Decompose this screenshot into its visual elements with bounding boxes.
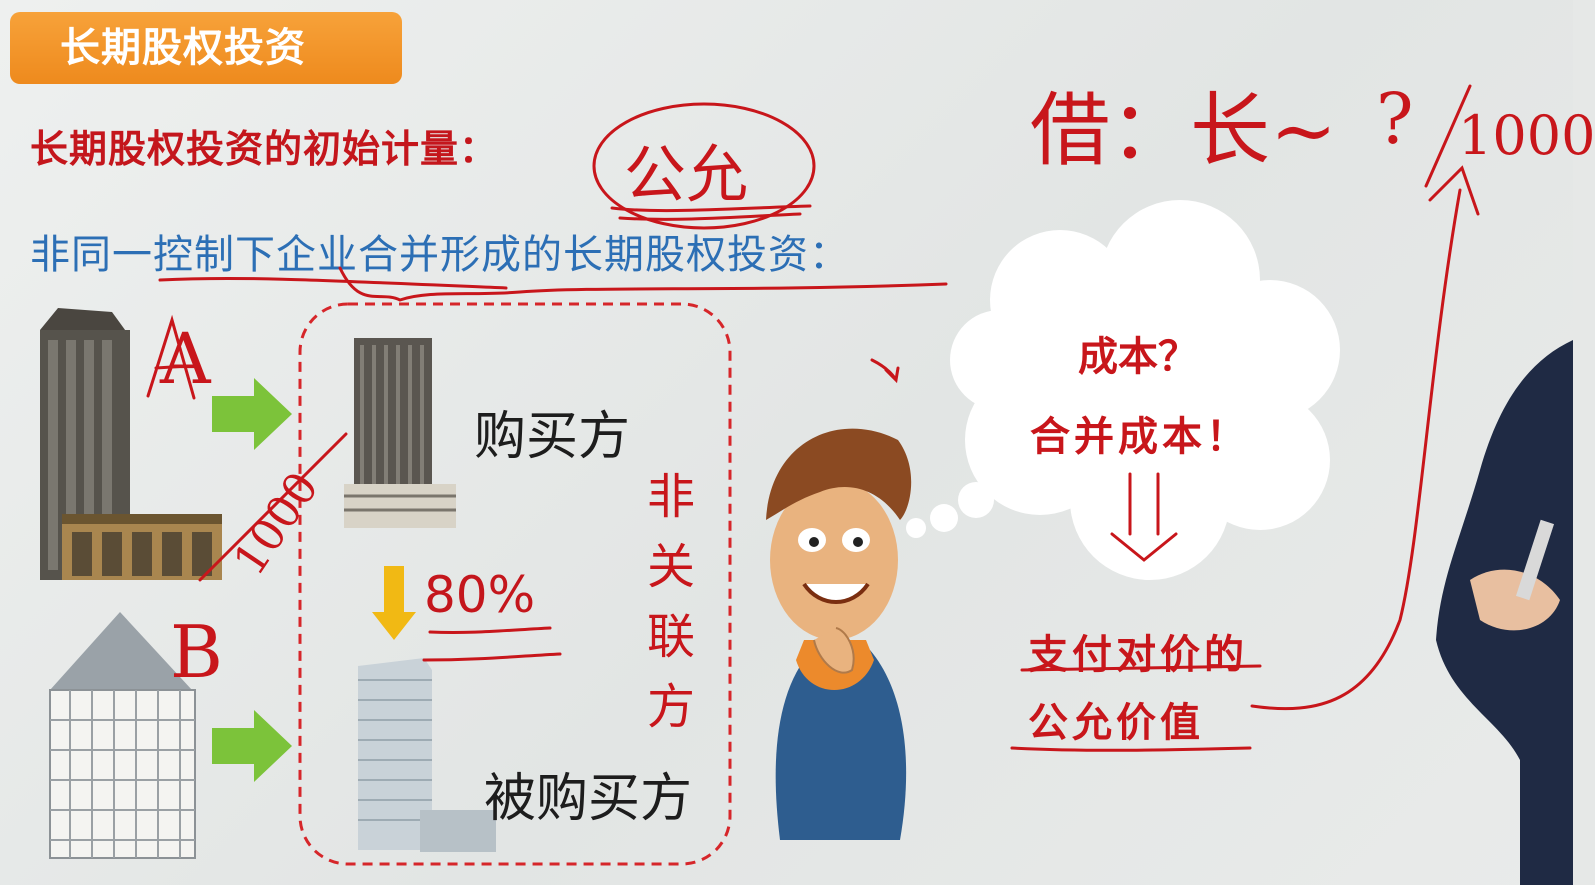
non-related-party-note: 非 关 联 方 (646, 469, 695, 735)
conclusion-consideration: 支付对价的 (1028, 631, 1248, 678)
conclusion-fair-value: 公允价值 (1028, 699, 1204, 746)
thinking-man-illustration (766, 428, 912, 840)
journal-entry-note: 借：长~ (1030, 84, 1338, 177)
handwriting-strokes (146, 84, 1480, 752)
company-a-letter: A (160, 318, 211, 400)
arrow-right-icon (212, 378, 292, 450)
cloud-combination-cost: 合并成本！ (1030, 413, 1250, 460)
buyer-label: 购买方 (474, 407, 631, 467)
arrow-down-icon (372, 566, 416, 640)
slide-heading: 长期股权投资的初始计量： (30, 127, 499, 171)
arrow-right-icon (212, 710, 292, 782)
slide-subheading: 非同一控制下企业合并形成的长期股权投资： (30, 232, 850, 278)
circled-fair-note: 公允 (624, 138, 749, 211)
company-b-letter: B (170, 610, 223, 694)
buyer-building-icon (344, 338, 456, 528)
ownership-percentage: 80% (424, 566, 536, 624)
entity-group-box (298, 302, 732, 866)
title-badge: 长期股权投资 (10, 12, 402, 84)
amount-note: 1000 (1458, 104, 1595, 167)
building-b-icon (49, 612, 196, 859)
acquiree-label: 被购买方 (484, 769, 693, 829)
acquiree-building-icon (358, 658, 496, 852)
cloud-cost-question: 成本？ (1078, 333, 1198, 380)
building-a-icon (40, 308, 222, 580)
question-mark-note: ? (1376, 78, 1414, 160)
thought-cloud (906, 200, 1340, 580)
